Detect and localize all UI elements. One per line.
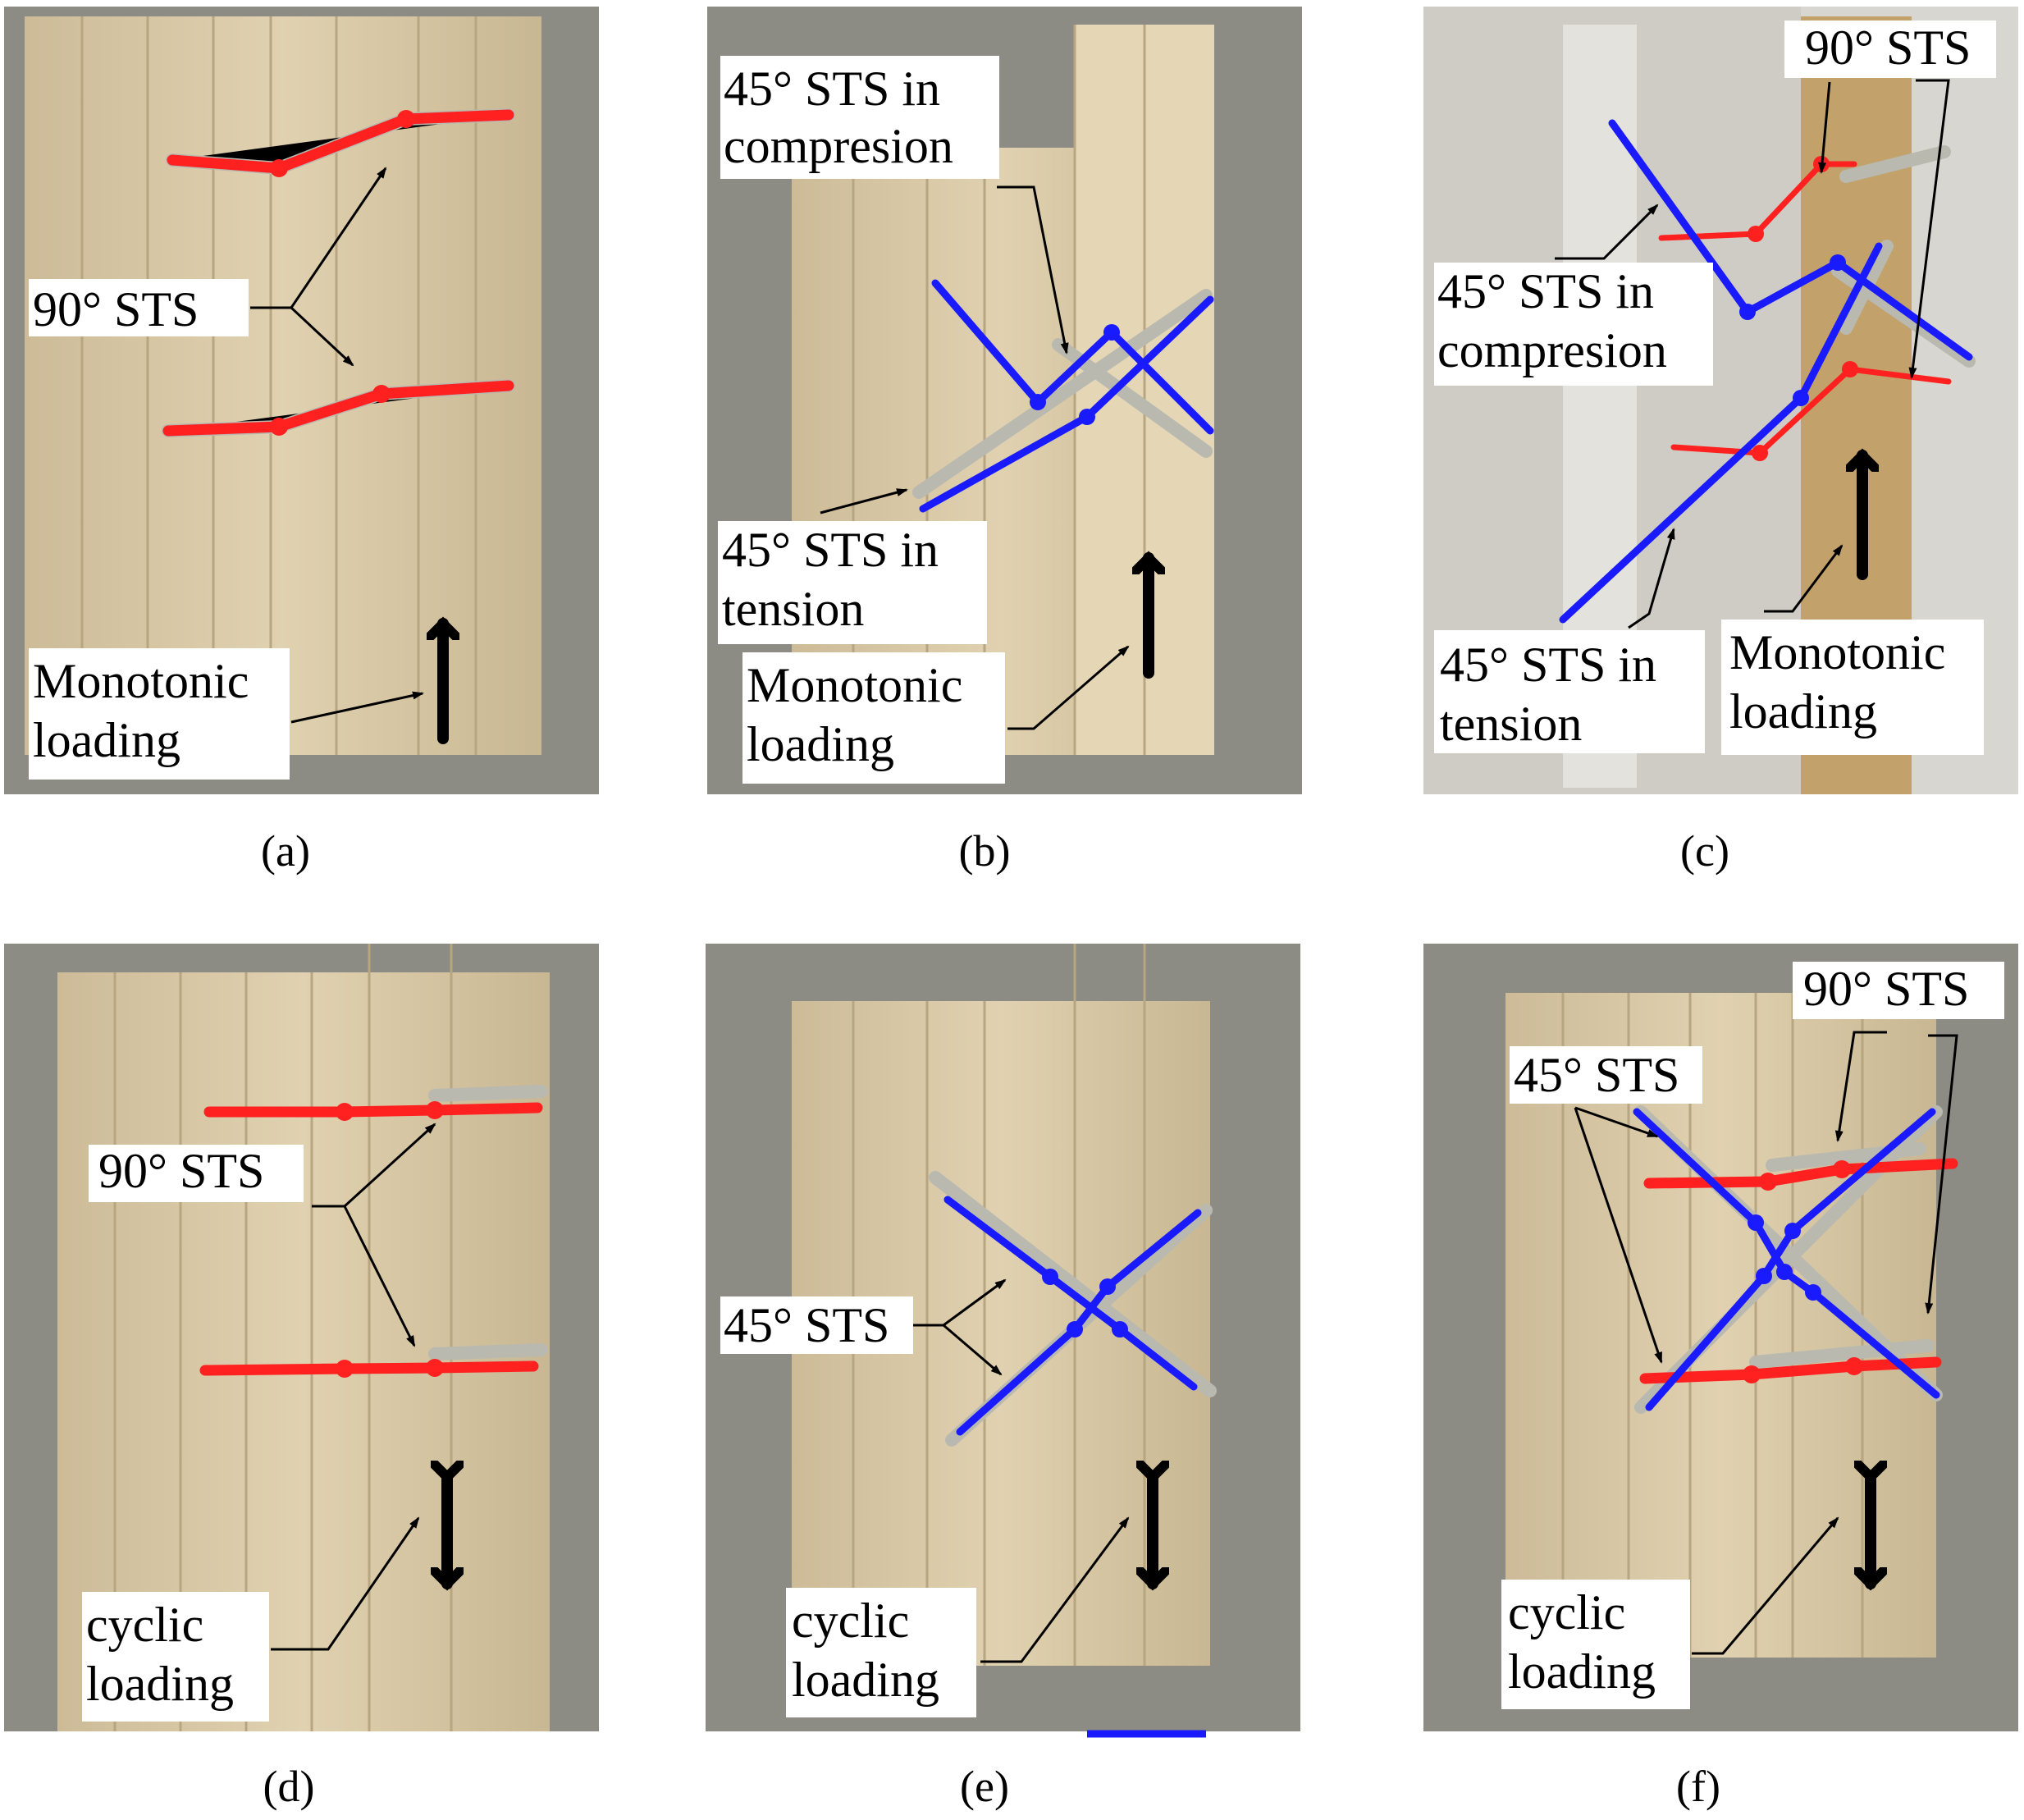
- label-90-sts: 90° STS: [33, 282, 199, 336]
- panel-f: 90° STS 45° STS cyclic loading (f): [1423, 944, 2018, 1811]
- red-line-top: [167, 109, 514, 174]
- label-45-compression: 45° STS in compresion: [724, 62, 953, 173]
- red-90-top: [1658, 161, 1857, 241]
- blue-compression: [931, 279, 1214, 435]
- label-cyclic-loading-d: cyclic loading: [86, 1598, 234, 1711]
- panel-e: 45° STS cyclic loading (e): [706, 944, 1300, 1811]
- label-45-tension-c: 45° STS in tension: [1440, 638, 1669, 751]
- caption-b: (b): [959, 826, 1011, 876]
- red-d-top: [203, 1102, 543, 1118]
- caption-d: (d): [263, 1762, 315, 1811]
- blue-c-compression: [1608, 119, 1973, 361]
- caption-e: (e): [960, 1762, 1009, 1811]
- label-90-sts-d: 90° STS: [98, 1144, 264, 1198]
- panel-b: 45° STS in compresion 45° STS in tension…: [707, 7, 1302, 876]
- label-monotonic-loading-b: Monotonic loading: [747, 658, 975, 771]
- panel-c: 90° STS 45° STS in compresion 45° STS in…: [1423, 7, 2018, 876]
- caption-f: (f): [1676, 1762, 1720, 1811]
- red-d-bottom: [199, 1360, 539, 1376]
- label-monotonic-loading-c: Monotonic loading: [1729, 625, 1958, 739]
- panel-d: 90° STS cyclic loading (d): [4, 944, 599, 1811]
- panel-a: 90° STS Monotonic loading (a): [4, 7, 599, 876]
- blue-f-2: [1645, 1108, 1936, 1411]
- label-monotonic-loading: Monotonic loading: [33, 654, 261, 767]
- label-45-sts-e: 45° STS: [724, 1298, 889, 1352]
- label-90-sts-c: 90° STS: [1805, 21, 1971, 75]
- label-45-tension: 45° STS in tension: [722, 523, 951, 636]
- caption-c: (c): [1680, 826, 1729, 876]
- red-line-bottom: [162, 380, 514, 437]
- blue-e-2: [956, 1209, 1202, 1436]
- caption-a: (a): [261, 826, 310, 876]
- label-45-sts-f: 45° STS: [1514, 1048, 1679, 1102]
- label-45-compression-c: 45° STS in compresion: [1437, 264, 1667, 377]
- label-cyclic-loading-e: cyclic loading: [792, 1594, 939, 1707]
- red-90-bottom: [1670, 366, 1952, 456]
- blue-e-1: [943, 1196, 1198, 1391]
- label-cyclic-loading-f: cyclic loading: [1508, 1585, 1656, 1699]
- label-90-sts-f: 90° STS: [1803, 962, 1969, 1016]
